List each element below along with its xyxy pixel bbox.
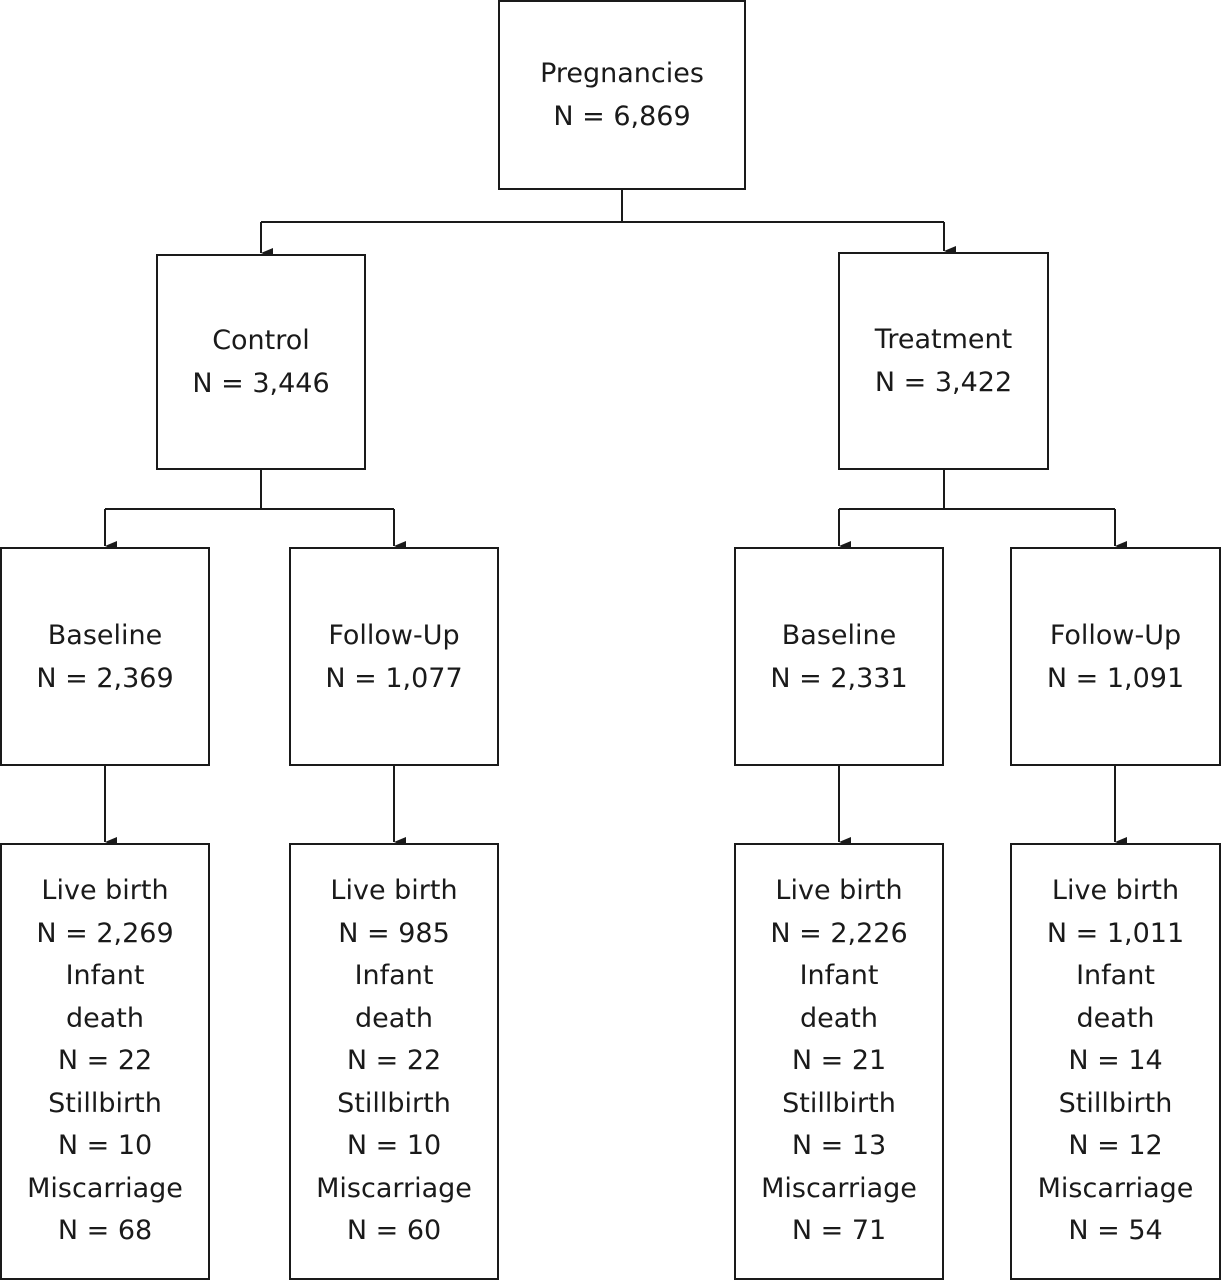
miscarriage-count: N = 60 [346,1215,442,1247]
infant-death-label-line1: Infant [354,960,434,992]
live-birth-label: Live birth [41,875,169,907]
control-followup-box: Follow-Up N = 1,077 [289,547,499,766]
miscarriage-count: N = 54 [1068,1215,1163,1247]
treatment-followup-box: Follow-Up N = 1,091 [1010,547,1221,766]
control-followup-label: Follow-Up [328,619,460,651]
stillbirth-count: N = 10 [57,1130,153,1162]
infant-death-count: N = 21 [791,1045,887,1077]
treatment-baseline-count: N = 2,331 [770,662,908,694]
pregnancies-label: Pregnancies [540,58,704,89]
treatment-followup-count: N = 1,091 [1046,662,1185,694]
control-box: Control N = 3,446 [156,254,366,470]
treatment-count: N = 3,422 [874,367,1013,398]
infant-death-label-line2: death [800,1002,878,1034]
infant-death-label-line2: death [1076,1002,1155,1034]
infant-death-label-line1: Infant [1076,960,1155,992]
pregnancies-box: Pregnancies N = 6,869 [498,0,746,190]
live-birth-count: N = 1,011 [1046,917,1185,949]
live-birth-count: N = 2,226 [770,917,908,949]
control-baseline-outcomes-box: Live birth N = 2,269 Infant death N = 22… [0,843,210,1280]
infant-death-count: N = 22 [57,1045,153,1077]
treatment-followup-outcomes-box: Live birth N = 1,011 Infant death N = 14… [1010,843,1221,1280]
control-followup-outcomes-box: Live birth N = 985 Infant death N = 22 S… [289,843,499,1280]
miscarriage-count: N = 71 [791,1215,887,1247]
miscarriage-label: Miscarriage [316,1172,472,1204]
control-baseline-label: Baseline [47,619,163,651]
treatment-baseline-outcomes-box: Live birth N = 2,226 Infant death N = 21… [734,843,944,1280]
stillbirth-count: N = 13 [791,1130,887,1162]
stillbirth-label: Stillbirth [1058,1087,1173,1119]
control-count: N = 3,446 [192,368,330,399]
stillbirth-label: Stillbirth [337,1087,451,1119]
live-birth-count: N = 2,269 [36,917,174,949]
control-followup-count: N = 1,077 [325,662,463,694]
treatment-baseline-label: Baseline [781,619,897,651]
live-birth-label: Live birth [1051,875,1180,907]
miscarriage-label: Miscarriage [1037,1172,1194,1204]
stillbirth-label: Stillbirth [782,1087,896,1119]
infant-death-label-line2: death [66,1002,144,1034]
miscarriage-count: N = 68 [57,1215,153,1247]
miscarriage-label: Miscarriage [27,1172,183,1204]
control-baseline-box: Baseline N = 2,369 [0,547,210,766]
infant-death-label-line1: Infant [65,960,145,992]
live-birth-count: N = 985 [338,917,450,949]
live-birth-label: Live birth [775,875,903,907]
infant-death-count: N = 22 [346,1045,442,1077]
stillbirth-count: N = 12 [1068,1130,1163,1162]
treatment-label: Treatment [874,324,1013,355]
stillbirth-label: Stillbirth [48,1087,162,1119]
live-birth-label: Live birth [330,875,458,907]
treatment-followup-label: Follow-Up [1049,619,1182,651]
treatment-baseline-box: Baseline N = 2,331 [734,547,944,766]
control-label: Control [212,325,310,356]
infant-death-label-line2: death [355,1002,433,1034]
infant-death-label-line1: Infant [799,960,879,992]
miscarriage-label: Miscarriage [761,1172,917,1204]
infant-death-count: N = 14 [1068,1045,1163,1077]
stillbirth-count: N = 10 [346,1130,442,1162]
pregnancies-count: N = 6,869 [553,101,691,132]
control-baseline-count: N = 2,369 [36,662,174,694]
treatment-box: Treatment N = 3,422 [838,252,1049,470]
